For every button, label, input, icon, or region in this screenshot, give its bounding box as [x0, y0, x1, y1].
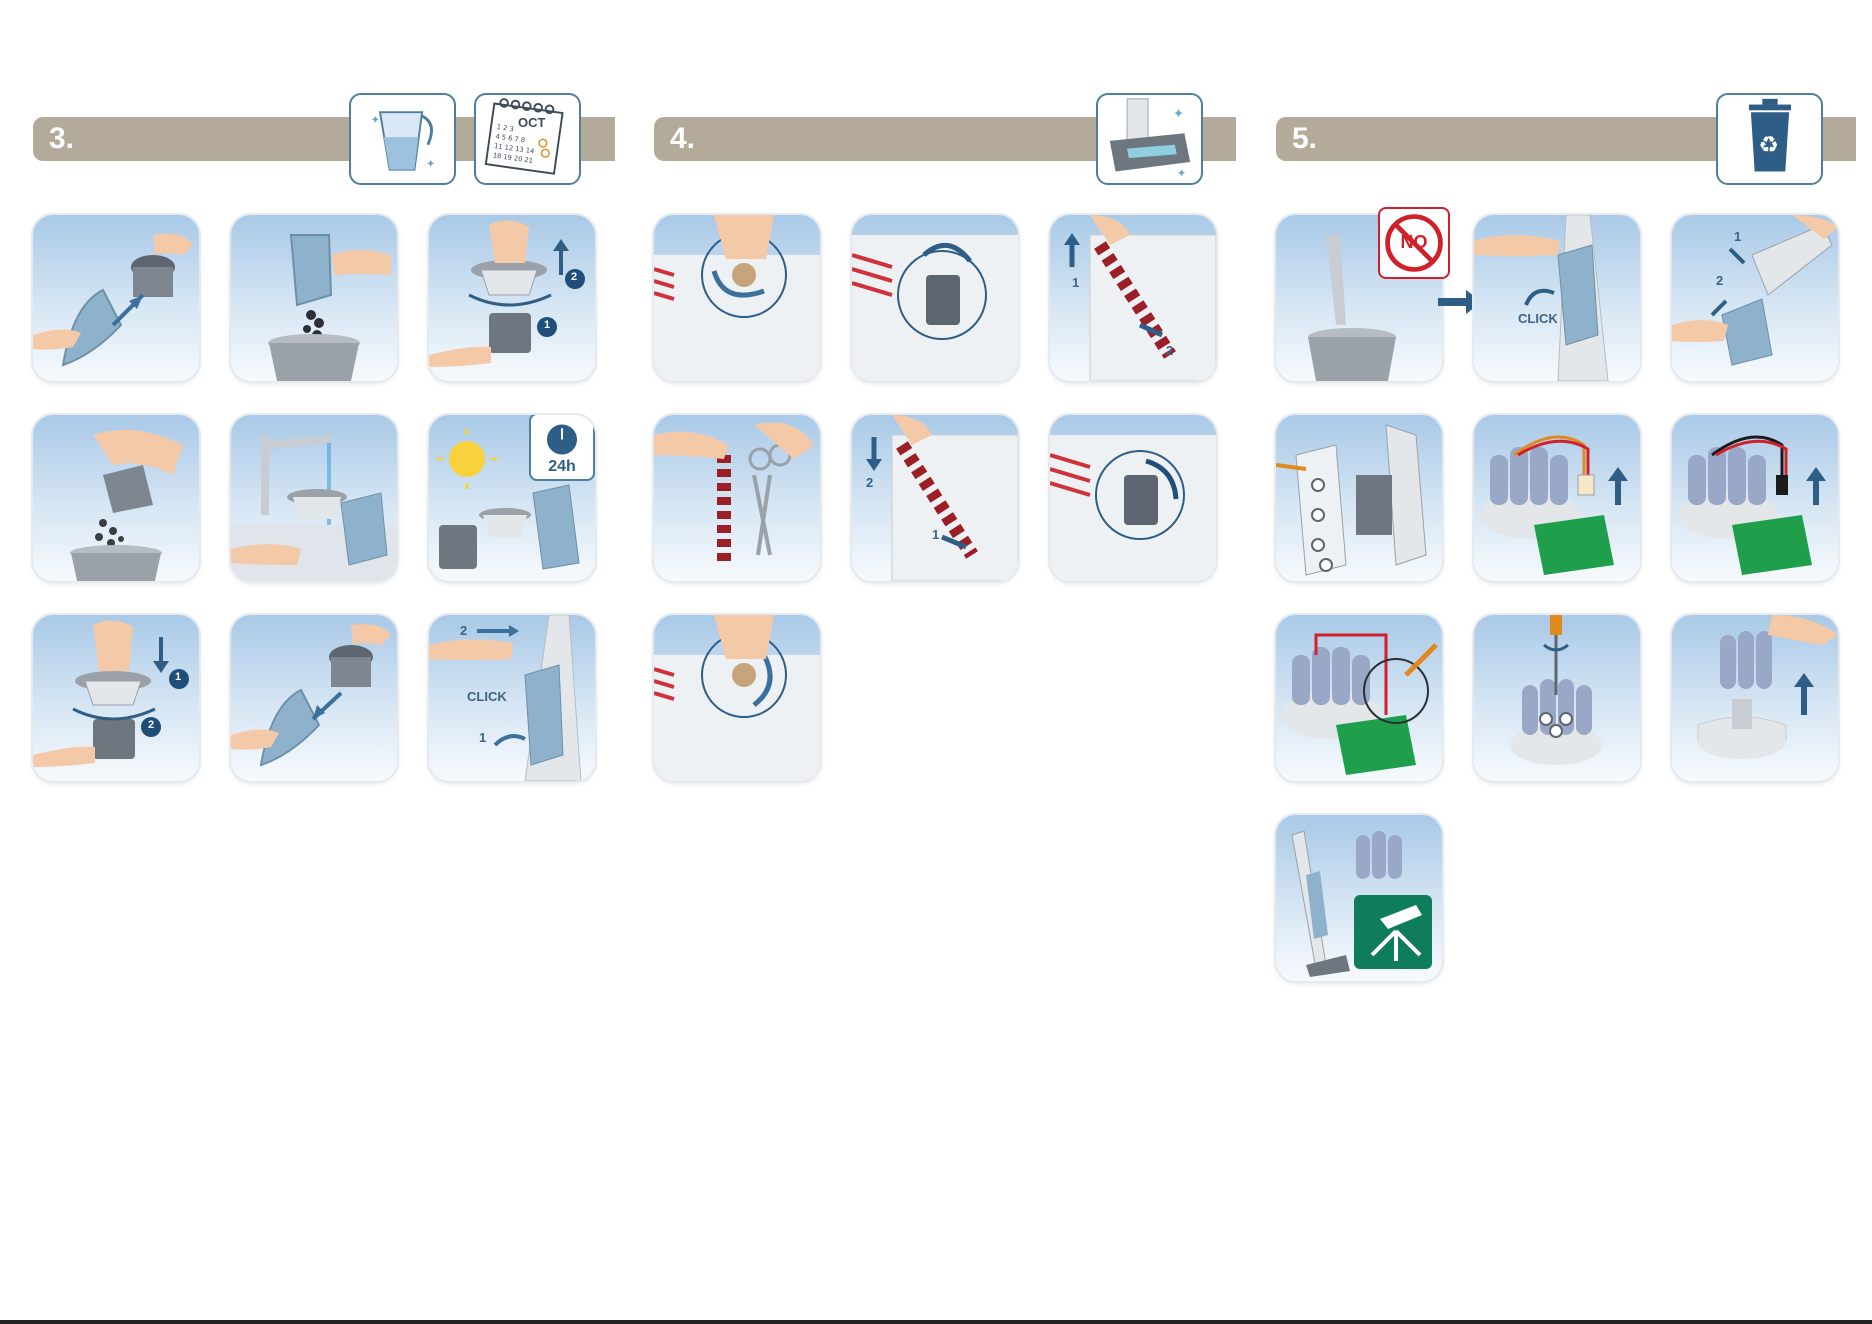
step-2-marker: 2 — [148, 719, 154, 731]
svg-text:✦: ✦ — [1177, 166, 1187, 180]
section-3-number: 3. — [49, 123, 74, 155]
step-3-empty-dust — [231, 215, 397, 381]
step-5-unscrew-battery-pack — [1474, 615, 1640, 781]
step-1-marker: 1 — [544, 319, 550, 331]
step-3-reassemble-filter: 1 2 — [33, 615, 199, 781]
timer-24h-icon: 24h — [529, 415, 595, 481]
step-3-click-container-in: 2 CLICK 1 — [429, 615, 595, 781]
svg-text:♻: ♻ — [1759, 132, 1780, 158]
step-4-lock-brush-cap — [654, 615, 820, 781]
svg-text:✦: ✦ — [370, 113, 380, 127]
step-4-open-brush-cover — [852, 215, 1018, 381]
svg-text:✦: ✦ — [1173, 107, 1184, 122]
step-1-marker: 1 — [1072, 275, 1079, 290]
step-3-rinse-under-tap — [231, 415, 397, 581]
prohibition-label: NO — [1380, 232, 1448, 253]
step-1-marker: 1 — [1734, 229, 1741, 244]
step-2-marker: 2 — [1166, 343, 1173, 358]
step-3-air-dry: 24h — [429, 415, 595, 581]
step-2-marker: 2 — [460, 623, 467, 638]
step-5-unscrew-housing — [1276, 415, 1442, 581]
clean-brush-nozzle-icon: ✦ ✦ — [1096, 93, 1203, 185]
step-4-insert-brush-roll: 2 1 — [852, 415, 1018, 581]
calendar-month-label: OCT — [518, 115, 545, 130]
step-4-remove-brush-roll: 1 2 — [1050, 215, 1216, 381]
prohibition-icon: NO — [1378, 207, 1450, 279]
step-5-weee-recycling — [1276, 815, 1442, 981]
step-4-cut-hair-from-brush — [654, 415, 820, 581]
step-1-marker: 1 — [932, 527, 939, 542]
step-5-disconnect-power-cable — [1672, 415, 1838, 581]
step-5-disconnect-battery-wires — [1474, 415, 1640, 581]
step-5-remove-battery-cover: 1 2 — [1672, 215, 1838, 381]
step-1-marker: 1 — [175, 671, 181, 683]
click-label: CLICK — [467, 689, 507, 704]
step-4-unlock-brush-cap — [654, 215, 820, 381]
step-2-marker: 2 — [571, 271, 577, 283]
step-2-marker: 2 — [866, 475, 873, 490]
step-3-insert-filter-container — [231, 615, 397, 781]
timer-label: 24h — [531, 458, 593, 476]
step-3-insert-filter — [33, 215, 199, 381]
dust-container-icon: ✦ ✦ — [349, 93, 456, 185]
click-label: CLICK — [1518, 311, 1558, 326]
step-1-marker: 1 — [479, 730, 486, 745]
step-2-marker: 2 — [1716, 273, 1723, 288]
bottom-rule — [0, 1320, 1872, 1324]
step-5-lift-battery-out — [1672, 615, 1838, 781]
step-5-cut-cables — [1276, 615, 1442, 781]
step-3-remove-filter-twist: 2 1 — [429, 215, 595, 381]
step-4-close-brush-cover — [1050, 415, 1216, 581]
step-3-tap-filter — [33, 415, 199, 581]
step-5-remove-dust-container: CLICK — [1474, 215, 1640, 381]
section-5-number: 5. — [1292, 123, 1317, 155]
section-4-number: 4. — [670, 123, 695, 155]
svg-text:✦: ✦ — [426, 157, 436, 171]
recycle-bin-icon: ♻ — [1716, 93, 1823, 185]
